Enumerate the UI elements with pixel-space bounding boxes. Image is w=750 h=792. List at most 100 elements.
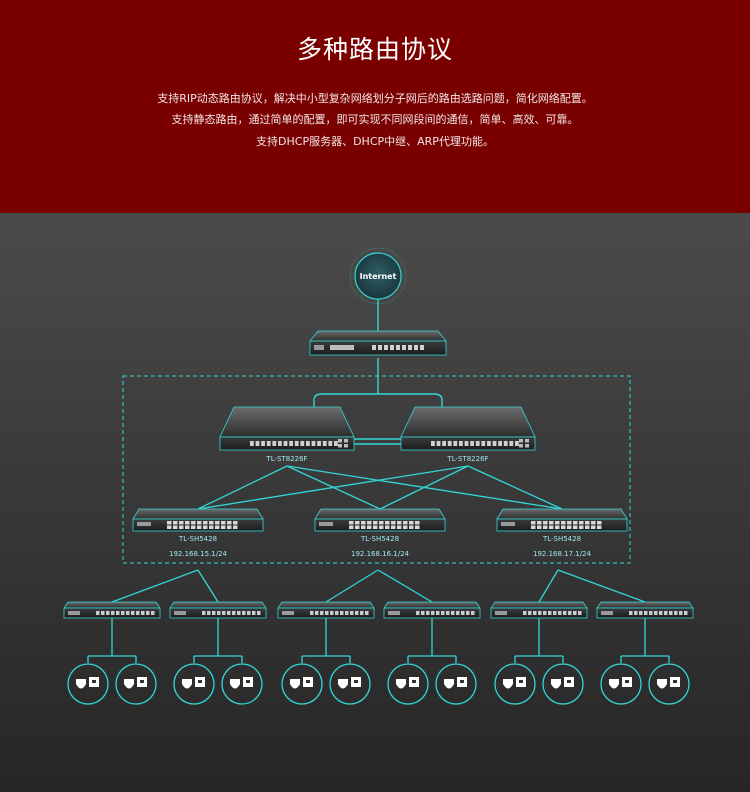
- edge-port: [426, 611, 430, 615]
- access-switch-model: TL-SH5428: [178, 535, 217, 543]
- edge-port: [431, 611, 435, 615]
- endpoint-terminal: [494, 663, 536, 705]
- edge-port: [471, 611, 475, 615]
- edge-port: [573, 611, 577, 615]
- device-icon-dot: [140, 680, 144, 683]
- access-port: [203, 525, 208, 529]
- edge-port: [664, 611, 668, 615]
- edge-port: [96, 611, 100, 615]
- edge-switch-6: [596, 601, 694, 619]
- access-port: [367, 525, 372, 529]
- core-port: [492, 441, 497, 446]
- edge-port: [136, 611, 140, 615]
- device-icon-dot: [673, 680, 677, 683]
- endpoint-terminal: [542, 663, 584, 705]
- edge-port: [365, 611, 369, 615]
- core-port: [261, 441, 265, 446]
- agg-link: [325, 569, 379, 603]
- core-port: [283, 441, 288, 446]
- access-switch-front: [132, 518, 264, 532]
- edge-logo: [388, 611, 400, 615]
- access-port: [385, 521, 390, 525]
- endpoint-ring: [67, 663, 109, 705]
- device-icon-dot: [460, 680, 464, 683]
- edge-switch-top: [277, 601, 375, 609]
- access-logo: [137, 522, 151, 526]
- edge-port: [528, 611, 532, 615]
- access-switch-ip: 192.168.17.1/24: [533, 550, 592, 558]
- access-port: [179, 525, 184, 529]
- edge-port: [355, 611, 359, 615]
- access-switch-ip: 192.168.16.1/24: [351, 550, 410, 558]
- router-port: [390, 345, 394, 350]
- access-switch-front: [314, 518, 446, 532]
- device-icon-dot: [519, 680, 523, 683]
- access-switch-front: [496, 518, 628, 532]
- feature-line-3: 支持DHCP服务器、DHCP中继、ARP代理功能。: [256, 135, 494, 148]
- edge-port: [563, 611, 567, 615]
- core-port: [442, 441, 446, 446]
- edge-port: [634, 611, 638, 615]
- endpoint-terminal: [329, 663, 371, 705]
- access-port: [579, 525, 584, 529]
- agg-link: [377, 569, 433, 603]
- access-port: [555, 525, 560, 529]
- edge-links: [87, 569, 670, 663]
- edge-port: [146, 611, 150, 615]
- edge-port: [232, 611, 236, 615]
- endpoint-terminal: [173, 663, 215, 705]
- edge-port: [654, 611, 658, 615]
- edge-port: [131, 611, 135, 615]
- device-icon-dot: [92, 680, 96, 683]
- core-port: [431, 441, 435, 446]
- edge-port: [674, 611, 678, 615]
- link-core-uplink: [313, 393, 443, 407]
- core-port: [289, 441, 293, 446]
- access-port: [391, 521, 396, 525]
- edge-port: [141, 611, 145, 615]
- access-port: [567, 525, 572, 529]
- feature-line-1: 支持RIP动态路由协议，解决中小型复杂网络划分子网后的路由选路问题，简化网络配置…: [157, 92, 593, 105]
- router-port: [414, 345, 418, 350]
- sfp-port: [344, 444, 348, 448]
- mesh-links: [197, 465, 563, 510]
- endpoint-terminal: [600, 663, 642, 705]
- access-port: [549, 521, 554, 525]
- edge-port: [320, 611, 324, 615]
- edge-port: [217, 611, 221, 615]
- router-port: [378, 345, 382, 350]
- access-port: [373, 521, 378, 525]
- edge-port: [345, 611, 349, 615]
- access-port: [585, 525, 590, 529]
- core-port: [475, 441, 480, 446]
- core-port: [503, 441, 508, 446]
- router-port: [420, 345, 424, 350]
- access-port: [379, 525, 384, 529]
- mesh-link: [286, 465, 563, 510]
- core-port: [447, 441, 452, 446]
- access-port: [215, 525, 220, 529]
- router-device: [309, 330, 447, 356]
- edge-port: [227, 611, 231, 615]
- edge-port: [350, 611, 354, 615]
- access-port: [573, 525, 578, 529]
- edge-switch-top: [383, 601, 481, 609]
- access-point-icon: [124, 679, 134, 689]
- access-port: [209, 525, 214, 529]
- edge-port: [538, 611, 542, 615]
- edge-logo: [68, 611, 80, 615]
- edge-port: [222, 611, 226, 615]
- core-port: [306, 441, 310, 446]
- mesh-link: [467, 465, 563, 510]
- edge-port: [533, 611, 537, 615]
- core-port: [317, 441, 321, 446]
- agg-link: [197, 569, 219, 603]
- internet-icon: Internet: [349, 247, 407, 305]
- edge-port: [679, 611, 683, 615]
- core-area-boundary: [122, 375, 631, 564]
- feature-line-2: 支持静态路由，通过简单的配置，即可实现不同网段间的通信，简单、高效、可靠。: [171, 113, 579, 126]
- access-port: [361, 521, 366, 525]
- core-port: [272, 441, 277, 446]
